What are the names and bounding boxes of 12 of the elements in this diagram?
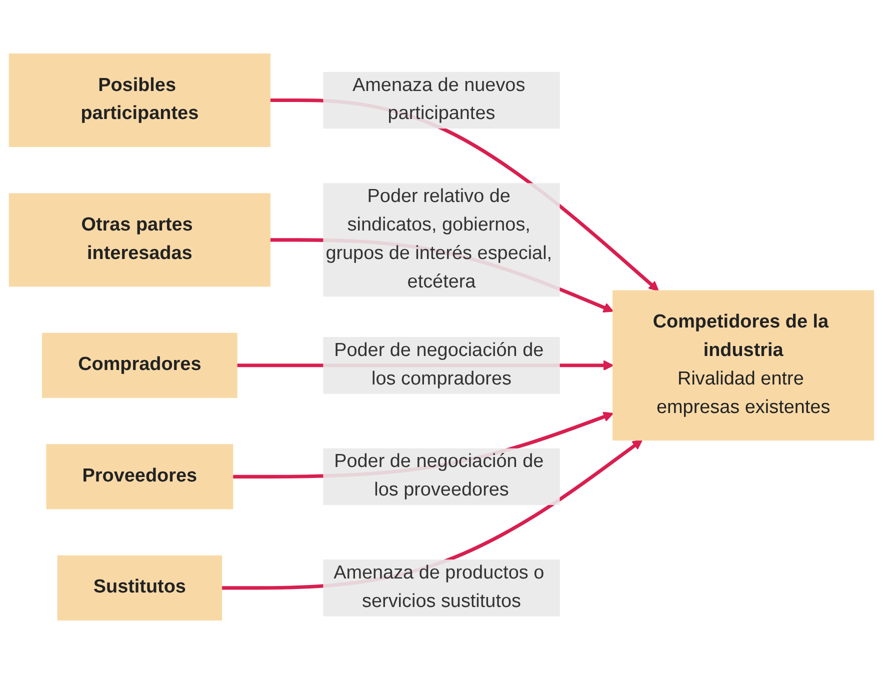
arrow <box>221 440 643 590</box>
node-box: Posibles participantes <box>8 54 270 148</box>
edge-label: Poder de negociación de los compradores <box>334 340 544 390</box>
node-box: Otras partes interesadas <box>8 193 270 287</box>
node-box: Competidores de la industria Rivalidad entre empresas existentes <box>612 290 874 441</box>
edge-label: Amenaza de productos o servicios sustitutos <box>334 563 544 612</box>
node-box: Compradores <box>42 332 238 398</box>
node-box: Proveedores <box>46 444 234 510</box>
edge-label: Amenaza de nuevos participantes <box>352 75 526 124</box>
node-box: Sustitutos <box>57 555 222 620</box>
edge-label: Poder de negociación de los proveedores <box>334 452 544 500</box>
edge-label: Poder relativo de sindicatos, gobiernos, grupos de interés especial, etcétera <box>326 186 552 292</box>
